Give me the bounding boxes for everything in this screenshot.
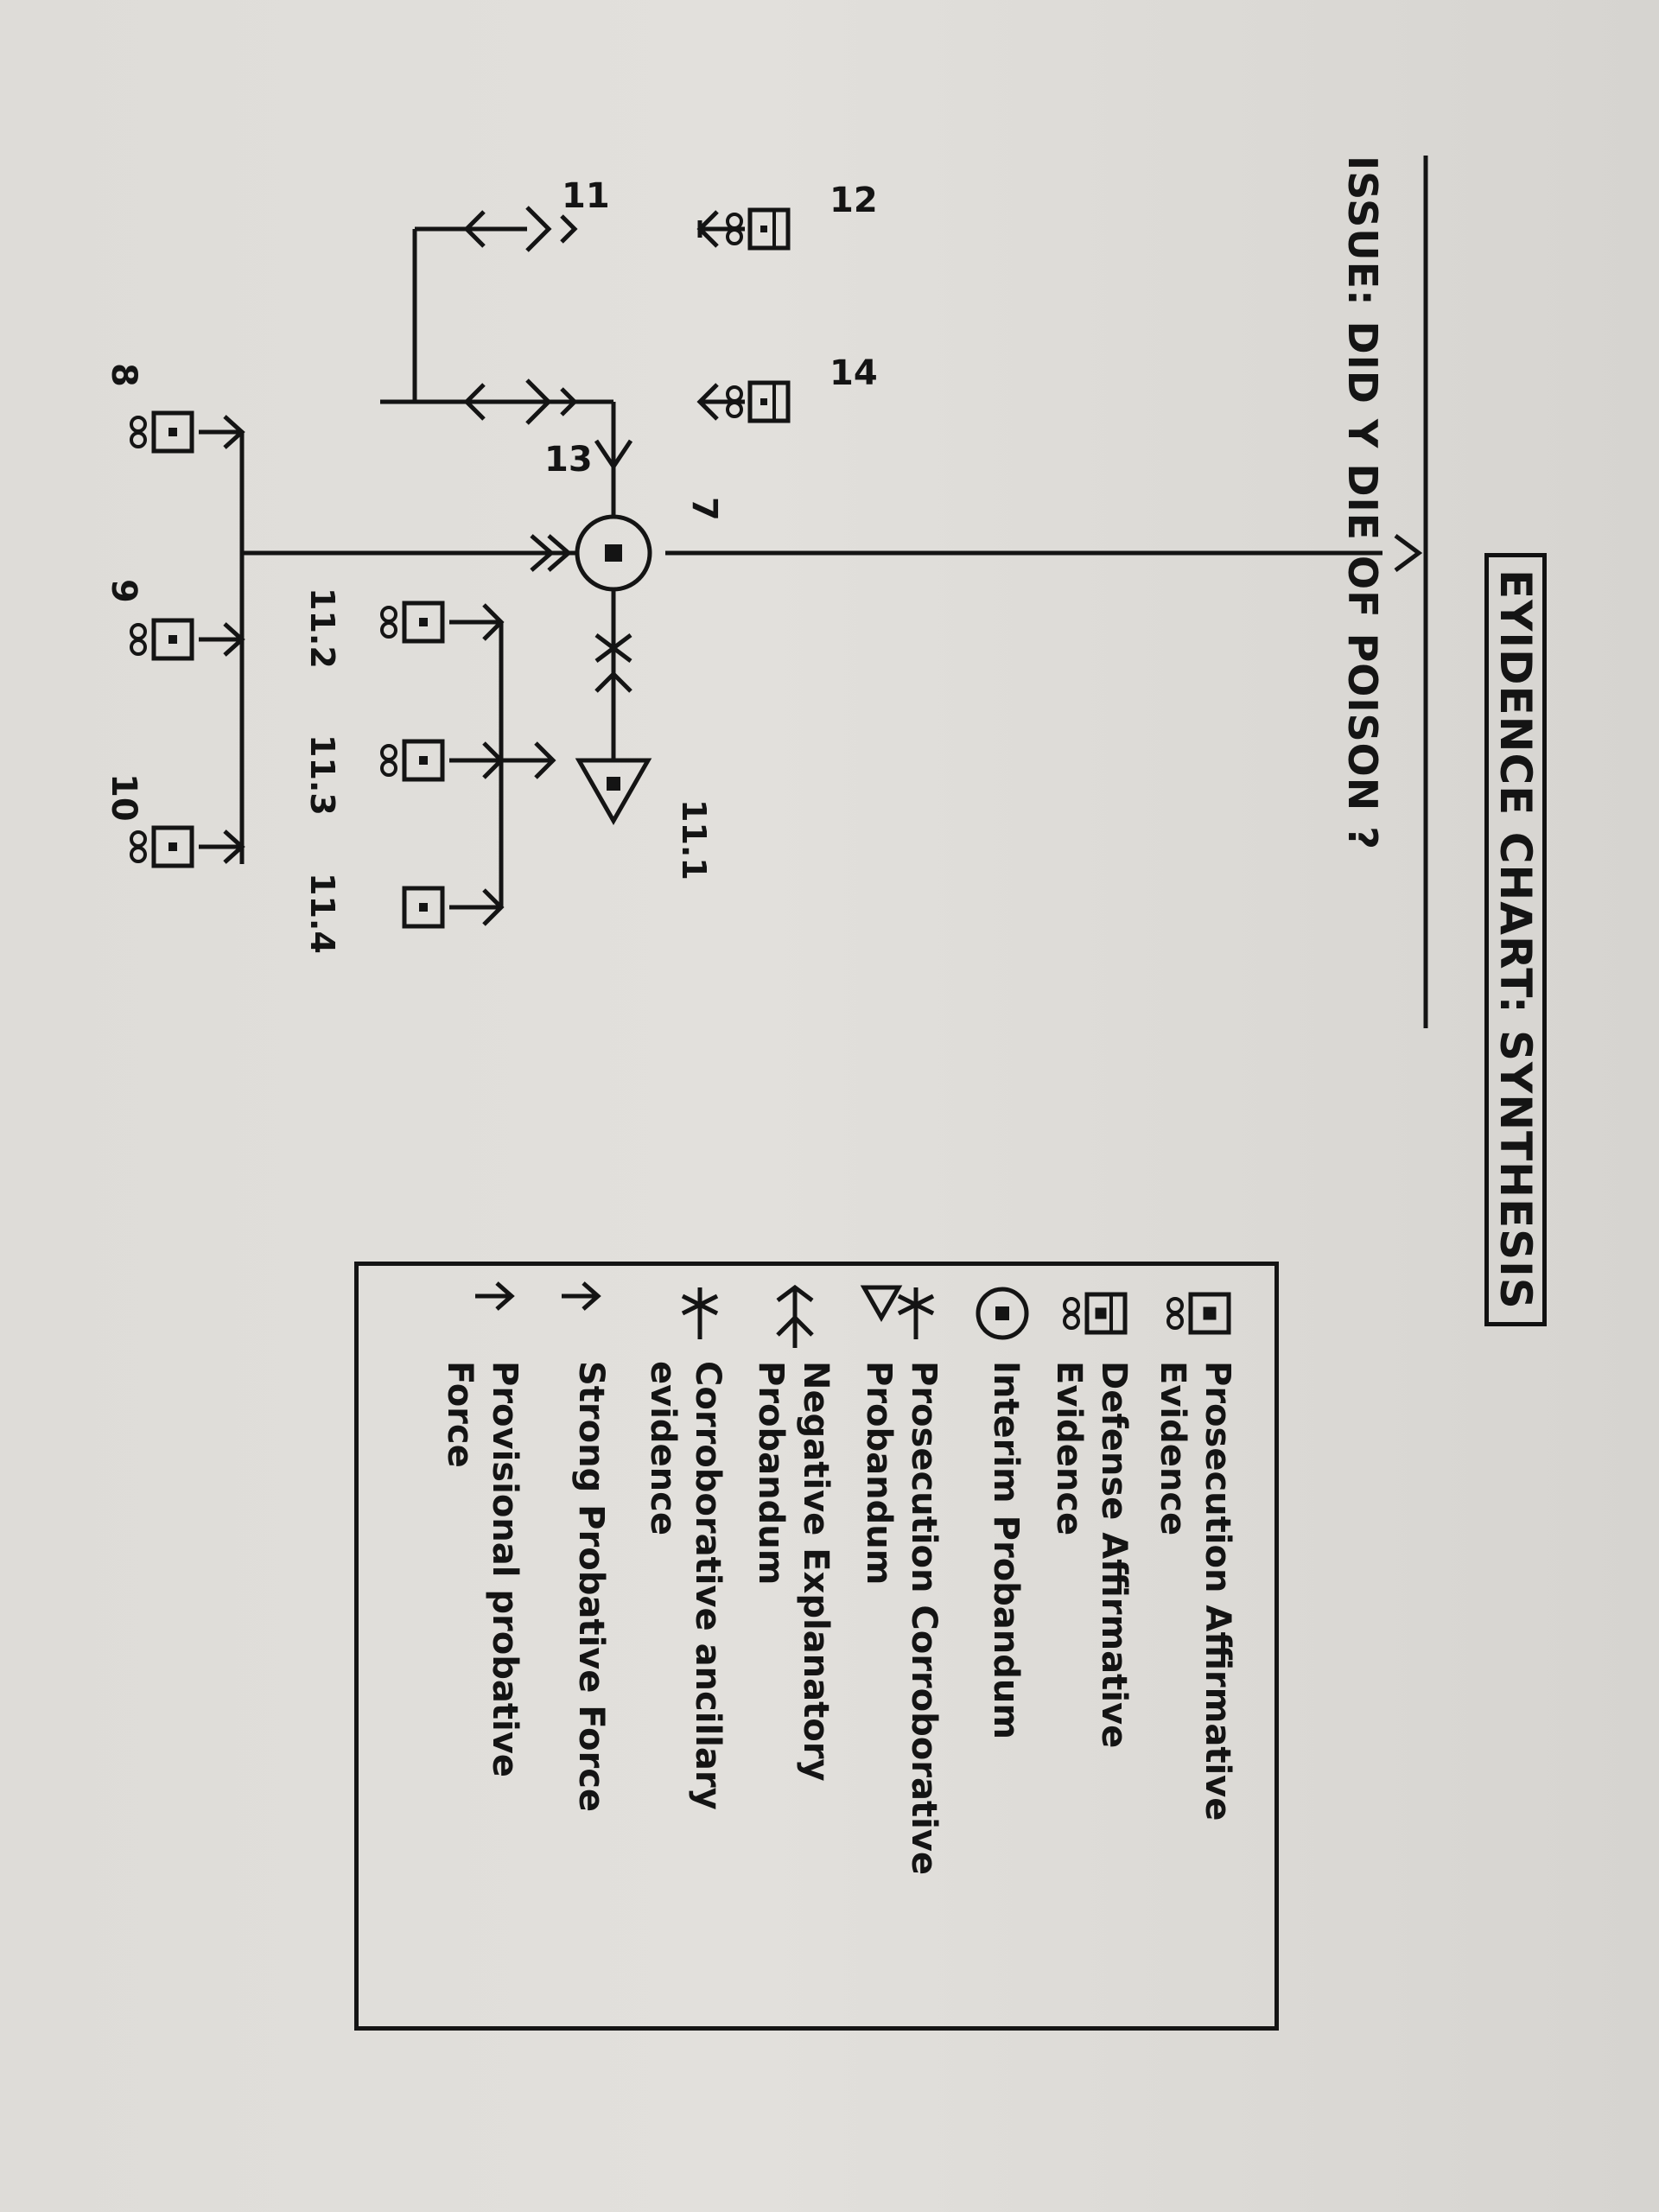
legend-defense-affirmative: Defense Affirmative Evidence	[1046, 1361, 1136, 1748]
negative-node-11	[449, 206, 578, 252]
evidence-11-4	[402, 886, 505, 929]
legend-line: Probandum	[859, 1361, 899, 1586]
legend-line: Corroborative ancillary	[688, 1361, 728, 1810]
interim-probandum-7	[575, 514, 652, 592]
legend-line: Provisional probative	[485, 1361, 524, 1777]
legend-line: Evidence	[1153, 1361, 1192, 1536]
legend-provisional-force: Provisional probative Force	[437, 1361, 527, 1777]
defense-evidence-12	[696, 210, 788, 248]
legend-prosecution-corroborative: Prosecution Corroborative Probandum	[856, 1361, 946, 1875]
node-label-11-4: 11.4	[303, 873, 341, 954]
legend-line: evidence	[643, 1361, 683, 1535]
triangle-cross-icon	[860, 1285, 935, 1339]
defense-evidence-14	[696, 383, 788, 421]
evidence-group-8-10	[199, 415, 577, 864]
legend-line: Force	[440, 1361, 480, 1468]
node-label-11-2: 11.2	[303, 588, 341, 669]
node-label-12: 12	[830, 181, 878, 220]
evidence-11-3	[382, 741, 505, 779]
legend-line: Negative Explanatory	[796, 1361, 836, 1782]
legend-line: Defense Affirmative	[1094, 1361, 1134, 1749]
double-arrow-icon	[562, 1281, 601, 1311]
legend-line: Prosecution Affirmative	[1198, 1361, 1237, 1821]
legend-line: Evidence	[1049, 1361, 1089, 1536]
legend-line: Prosecution Corroborative	[904, 1361, 944, 1875]
evidence-8	[131, 413, 192, 451]
negative-branch	[380, 226, 633, 517]
legend-corroborative-ancillary: Corroborative ancillary evidence	[640, 1361, 730, 1810]
node-label-14: 14	[830, 353, 878, 393]
evidence-9	[131, 620, 192, 658]
node-label-11: 11	[562, 176, 610, 216]
legend-line: Interim Probandum	[986, 1361, 1026, 1740]
evidence-11-2	[382, 603, 505, 641]
legend-box: Prosecution Affirmative Evidence Defense…	[354, 1262, 1279, 2031]
legend-symbols	[475, 1281, 1229, 1348]
node-label-11-3: 11.3	[303, 734, 341, 816]
fork-arrow-icon	[776, 1284, 814, 1348]
corroborative-probandum-11-1	[575, 758, 652, 826]
legend-strong-force: Strong Probative Force	[569, 1361, 613, 1812]
circled-dot-icon	[976, 1287, 1029, 1340]
single-arrow-icon	[475, 1281, 515, 1311]
node-label-11-1: 11.1	[675, 799, 713, 880]
corroborative-branch	[594, 589, 632, 760]
legend-line: Probandum	[751, 1361, 791, 1586]
node-label-10: 10	[104, 773, 143, 822]
legend-negative-explanatory: Negative Explanatory Probandum	[748, 1361, 838, 1782]
strong-force-arrow	[665, 533, 1423, 573]
node-label-7: 7	[684, 497, 724, 521]
node-label-13: 13	[544, 440, 593, 480]
triangle-cross-icon	[681, 1287, 719, 1339]
node-label-8: 8	[104, 363, 143, 387]
legend-line: Strong Probative Force	[571, 1361, 611, 1813]
evidence-10	[131, 828, 192, 866]
node-label-9: 9	[104, 579, 143, 603]
legend-interim-probandum: Interim Probandum	[983, 1361, 1028, 1739]
legend-prosecution-affirmative: Prosecution Affirmative Evidence	[1150, 1361, 1240, 1821]
ancillary-connector	[499, 622, 556, 907]
negative-node-13	[449, 378, 578, 425]
